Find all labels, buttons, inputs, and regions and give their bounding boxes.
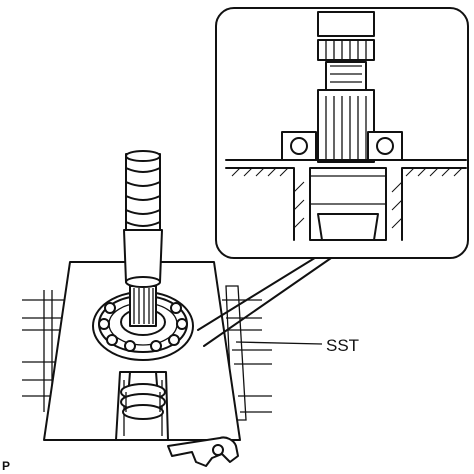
corner-label: P: [2, 459, 10, 473]
sst-leader-line: [235, 341, 323, 345]
shaft: [129, 285, 157, 327]
fixture-tool: [167, 436, 239, 467]
lower-gear-shaft: [120, 371, 166, 420]
callout-leader: [197, 255, 335, 347]
press-tool: [123, 150, 163, 288]
sst-label: SST: [326, 336, 359, 355]
inset-detail: [215, 7, 469, 259]
